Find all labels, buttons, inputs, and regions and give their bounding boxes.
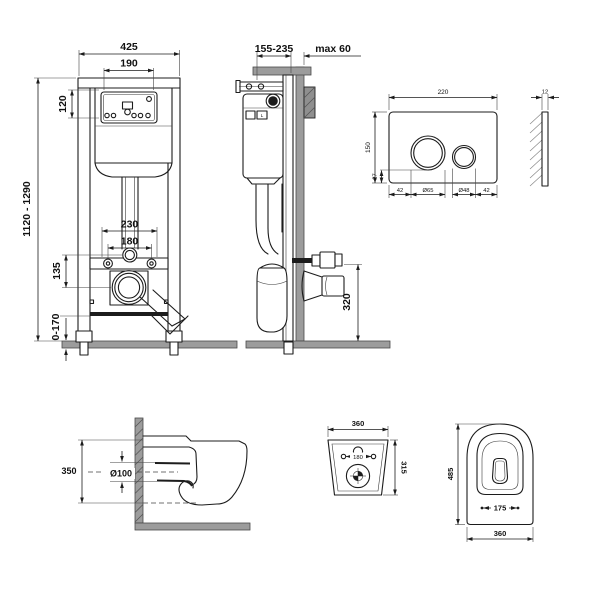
dim-label-d100: Ø100 (110, 469, 132, 479)
dim-label-left-margin: 42 (397, 188, 403, 194)
dim-label-27: 27 (373, 173, 379, 179)
dim-label-350: 350 (61, 466, 76, 476)
flush-plate-side-view: 12 (529, 90, 559, 187)
installation-frame (75, 77, 183, 356)
dim-frame-width: 425 (78, 41, 180, 76)
plate-side-profile (541, 111, 549, 187)
dim-depth-range: 155-235 (255, 43, 305, 80)
bowl-section-profile (88, 435, 248, 506)
outlet-flange (301, 270, 305, 302)
dim-drain-diameter: Ø100 (107, 451, 135, 493)
fixing-rail (89, 247, 169, 270)
bowl-rear-outline (327, 439, 389, 496)
drain-outlet-pipe (321, 275, 345, 297)
dim-label-360-top: 360 (494, 529, 507, 538)
dim-fixing-span-inner: 180 (107, 236, 152, 259)
dim-label-220: 220 (438, 89, 449, 96)
seat-rim-outer (476, 432, 524, 496)
bowl-top-view: 485 175 360 (446, 423, 534, 542)
top-bracket (235, 79, 284, 94)
frame-front-view: 425 190 120 1120 - 1290 230 (21, 41, 238, 361)
concealed-cistern (94, 87, 173, 178)
wall-section (295, 66, 305, 342)
flush-and-drain-pipes-side (255, 183, 288, 333)
dim-label-height-range: 1120 - 1290 (21, 181, 33, 237)
drain-elbow-pot (256, 267, 288, 333)
dim-label-big-button: Ø65 (423, 188, 434, 194)
floor-section-bowl (134, 522, 251, 531)
dim-label-180-rear: 180 (353, 455, 363, 461)
dim-hinge-spacing: 175 (480, 503, 520, 513)
dim-label-150: 150 (365, 142, 372, 153)
fixing-bolt-right (146, 258, 157, 269)
dim-mount-height: 350 (61, 439, 143, 504)
dim-flush-to-drain: 135 (51, 254, 122, 288)
dim-label-120: 120 (57, 95, 69, 113)
dim-label-12: 12 (542, 90, 548, 96)
small-flush-button (451, 144, 477, 170)
dim-label-180-frame: 180 (121, 236, 139, 248)
drain-socket (90, 270, 189, 335)
valve-label: L (261, 113, 264, 118)
flush-pipe (121, 176, 139, 250)
dim-label-230: 230 (121, 219, 139, 231)
cistern-side: L (242, 93, 284, 185)
dim-frame-height: 1120 - 1290 (21, 77, 76, 342)
frame-rail-side (282, 74, 294, 342)
dim-bowl-width: 360 (466, 527, 534, 542)
dim-plate-height: 150 (365, 111, 387, 184)
dim-rear-height: 315 (383, 439, 409, 496)
dim-label-small-button: Ø48 (459, 188, 470, 194)
sump-outline (491, 457, 509, 485)
flush-plate (388, 111, 498, 184)
bolt-hole-left (340, 453, 347, 460)
dim-foot-adjust: 0-170 (50, 313, 90, 361)
dim-label-max60: max 60 (315, 43, 351, 55)
dim-label-right-margin: 42 (483, 188, 489, 194)
fixing-bolt-left (103, 258, 113, 269)
floor-section (61, 340, 238, 349)
dim-window-width: 190 (103, 58, 154, 90)
dim-label-360-rear: 360 (352, 419, 365, 428)
bowl-top-outline (466, 423, 534, 526)
dim-label-135: 135 (51, 262, 63, 280)
bowl-rear-view: 180 360 315 (327, 419, 409, 496)
dim-label-depth-range: 155-235 (255, 43, 294, 55)
flush-plate-view: 220 150 27 42 Ø65 Ø48 42 (365, 89, 559, 198)
bowl-side-view: 350 Ø100 (61, 417, 251, 531)
dim-label-485: 485 (446, 468, 455, 481)
dim-label-320: 320 (341, 293, 353, 311)
floor-section-side (245, 340, 391, 349)
dim-label-190: 190 (120, 58, 138, 70)
dim-plate-bottom: 42 Ø65 Ø48 42 (388, 168, 498, 198)
wall-top-section (252, 66, 312, 76)
dim-label-175: 175 (494, 504, 507, 513)
dim-label-foot-adjust: 0-170 (50, 313, 62, 340)
dim-fixing-span-outer: 230 (101, 219, 158, 257)
wall-connections (292, 251, 345, 302)
dim-wall-max: max 60 (303, 43, 361, 58)
drain-hole-target (345, 463, 371, 489)
dim-window-height: 120 (57, 89, 99, 119)
seat-rim-inner (481, 440, 519, 490)
dim-button-offset: 27 (373, 169, 428, 184)
dim-label-315: 315 (400, 461, 409, 474)
dim-outlet-height: 320 (341, 264, 362, 342)
frame-side-view: L 155-235 (235, 43, 391, 355)
dim-bowl-depth: 485 (446, 423, 500, 525)
dim-label-425: 425 (120, 41, 138, 53)
dim-rear-width: 360 (327, 419, 389, 437)
dim-plate-width: 220 (388, 89, 498, 110)
